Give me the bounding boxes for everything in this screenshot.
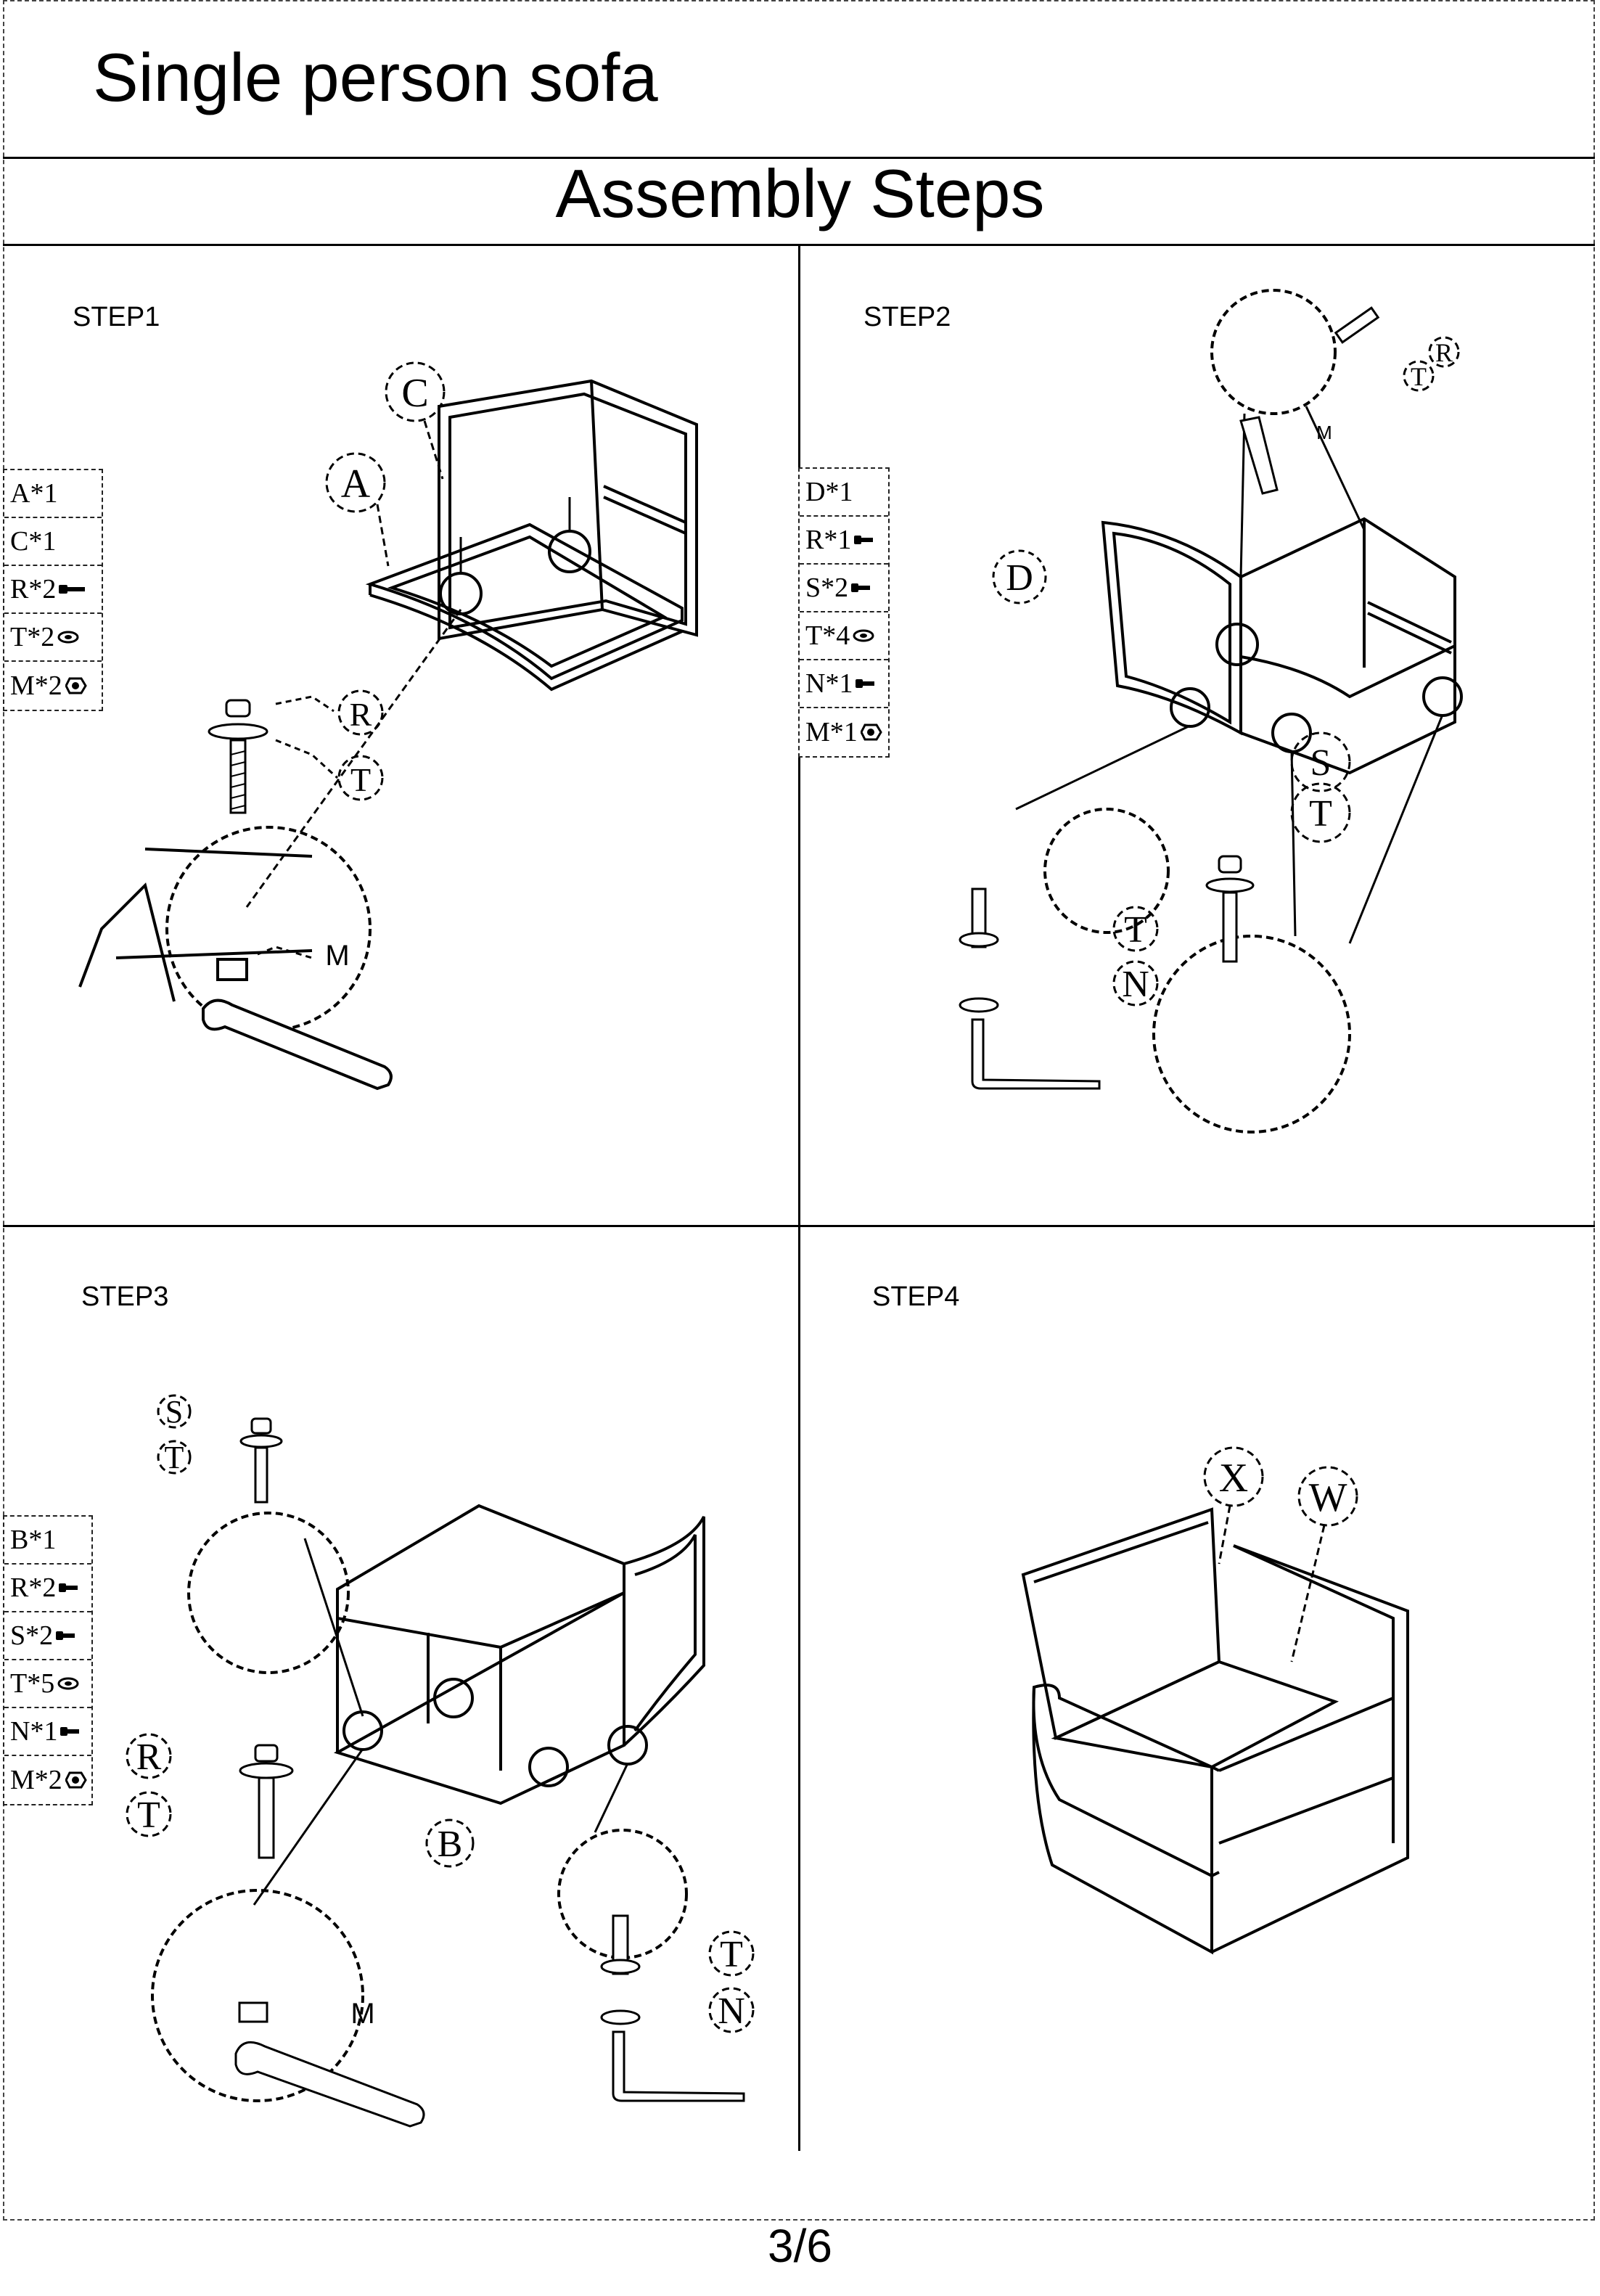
washer-icon (853, 629, 874, 642)
part-label: R*1 (805, 525, 852, 555)
callout-m: M (1316, 422, 1332, 443)
part-label: T*5 (10, 1668, 55, 1699)
callout-d: D (1006, 557, 1033, 599)
callout-n: N (718, 1990, 745, 2032)
step1-label: STEP1 (73, 302, 160, 332)
callout-r: R (1435, 338, 1453, 367)
part-label: T*4 (805, 620, 850, 651)
frame-a-seat (365, 522, 684, 681)
callout-t: T (350, 761, 371, 798)
callout-t: T (720, 1934, 743, 1975)
callout-x: X (1219, 1456, 1248, 1501)
part-label: N*1 (805, 668, 853, 699)
callout-s: S (165, 1394, 183, 1430)
part-label: R*2 (10, 1573, 57, 1603)
part-row: R*2 (4, 1565, 91, 1612)
nut-icon (65, 1771, 87, 1789)
part-row: T*4 (800, 612, 888, 660)
part-label: B*1 (10, 1525, 57, 1555)
step3-illustration: S T R T B T N M (126, 1394, 755, 2128)
nut-icon (65, 677, 87, 694)
part-label: D*1 (805, 477, 853, 507)
part-label: T*2 (10, 622, 55, 652)
step2-illustration: R T M S T T N D (959, 289, 1463, 1133)
part-row: D*1 (800, 469, 888, 517)
bolt-icon (59, 585, 86, 594)
grid-vertical-divider-bottom (798, 1225, 800, 2151)
part-row: N*1 (4, 1708, 91, 1756)
part-label: N*1 (10, 1716, 58, 1747)
part-row: S*2 (4, 1612, 91, 1660)
part-label: R*2 (10, 574, 57, 604)
part-row: B*1 (4, 1517, 91, 1565)
page-number: 3/6 (768, 2220, 832, 2272)
part-label: S*2 (805, 573, 849, 603)
callout-n: N (1122, 964, 1149, 1005)
part-row: A*1 (4, 470, 102, 518)
step2-label: STEP2 (863, 302, 951, 332)
callout-t: T (1309, 793, 1332, 835)
part-row: T*2 (4, 614, 102, 662)
step4-label: STEP4 (872, 1282, 960, 1312)
step3-label: STEP3 (81, 1282, 169, 1312)
section-subtitle: Assembly Steps (555, 155, 1045, 231)
callout-t: T (1411, 362, 1427, 391)
callout-b: B (438, 1824, 463, 1865)
wrench-tool (202, 999, 393, 1091)
page-border (3, 0, 1595, 2221)
bolt-icon (856, 679, 875, 688)
bolt-icon (60, 1727, 80, 1736)
washer-icon (57, 631, 79, 644)
step1-illustration: C A R T M (78, 361, 698, 1091)
screw-icon (851, 583, 871, 592)
part-row: R*1 (800, 517, 888, 565)
callout-m: M (325, 940, 349, 972)
callout-t: T (137, 1795, 160, 1836)
part-row: M*1 (800, 708, 888, 756)
step4-assembled-sofa: X W (1021, 1446, 1409, 1955)
bolt-icon (59, 1583, 78, 1592)
part-row: T*5 (4, 1660, 91, 1708)
nut-icon (860, 723, 882, 741)
part-label: S*2 (10, 1620, 54, 1651)
washer-icon (57, 1677, 79, 1690)
part-label: M*1 (805, 717, 858, 747)
part-row: S*2 (800, 565, 888, 612)
callout-t: T (165, 1440, 184, 1475)
callout-m: M (350, 1998, 374, 2030)
part-label: A*1 (10, 478, 58, 509)
part-row: N*1 (800, 660, 888, 708)
step2-parts-list: D*1 R*1 S*2 T*4 N*1 M*1 (798, 467, 890, 758)
header-divider (3, 157, 1595, 159)
part-label: C*1 (10, 526, 57, 557)
part-row: M*2 (4, 1756, 91, 1804)
callout-a: A (341, 462, 371, 507)
callout-c: C (401, 371, 428, 416)
callout-r: R (136, 1737, 162, 1778)
callout-w: W (1309, 1475, 1347, 1520)
callout-s: S (1310, 742, 1332, 784)
part-label: M*2 (10, 671, 62, 701)
page-title: Single person sofa (93, 39, 658, 115)
bolt-head (225, 699, 251, 718)
seat-top (336, 1504, 625, 1649)
bolt-icon (854, 536, 874, 544)
part-row: M*2 (4, 662, 102, 710)
part-row: R*2 (4, 566, 102, 614)
screw-icon (56, 1631, 75, 1640)
part-row: C*1 (4, 518, 102, 566)
callout-t: T (1124, 909, 1147, 951)
step1-parts-list: A*1 C*1 R*2 T*2 M*2 (3, 469, 103, 711)
callout-r: R (350, 696, 372, 733)
part-label: M*2 (10, 1765, 62, 1795)
step3-parts-list: B*1 R*2 S*2 T*5 N*1 M*2 (3, 1515, 93, 1805)
